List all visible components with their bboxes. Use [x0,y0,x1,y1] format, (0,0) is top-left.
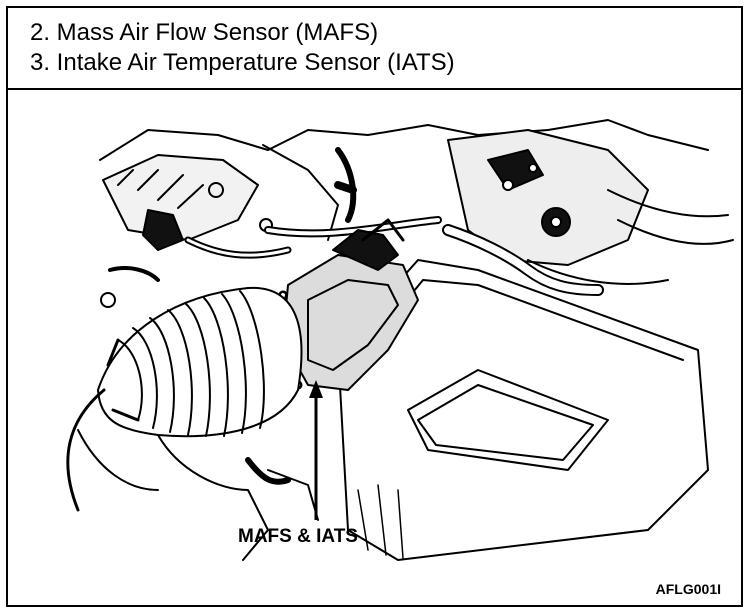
figure-frame: 2. Mass Air Flow Sensor (MAFS) 3. Intake… [6,6,743,607]
callout-arrowhead [309,380,323,398]
mafs-iats-callout-label: MAFS & IATS [238,526,358,547]
component-item-iats: 3. Intake Air Temperature Sensor (IATS) [30,49,455,76]
engine-block-outline [99,119,709,161]
engine-bay-illustration: MAFS & IATS AFLG001I [8,90,741,605]
intake-bellows-hose [97,286,303,438]
component-item-mafs: 2. Mass Air Flow Sensor (MAFS) [30,19,379,46]
figure-code: AFLG001I [655,581,721,597]
engine-bay-drawing [66,119,734,561]
component-list-header: 2. Mass Air Flow Sensor (MAFS) 3. Intake… [8,8,741,90]
